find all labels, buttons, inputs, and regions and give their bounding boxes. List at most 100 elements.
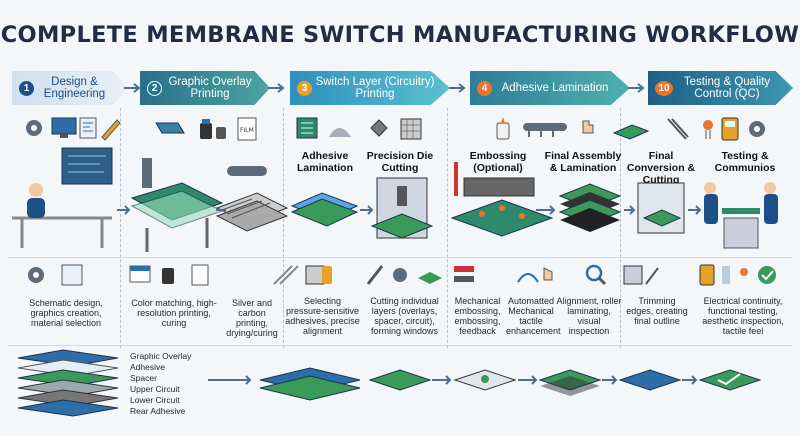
step-number: 4	[477, 80, 492, 96]
caption-embossing: Mechanical embossing, embossing, feedbac…	[454, 296, 501, 336]
step-number: 2	[147, 80, 162, 96]
printing-tools-icons: FILM	[155, 117, 257, 141]
film-icon	[191, 264, 209, 286]
stage-label-adhesive-lamination: Adhesive Lamination	[296, 150, 353, 174]
assembly-step-6	[698, 369, 762, 391]
assembly-step-5	[618, 369, 682, 391]
testing-technicians-icon	[704, 182, 778, 249]
layer-label-graphic-overlay: Graphic Overlay	[130, 351, 192, 361]
knife-icon	[366, 265, 384, 285]
step-number: 10	[655, 80, 673, 96]
caption-final-assembly: Alignment, roller laminating, visual ins…	[556, 296, 622, 336]
caption-circuitry: Silver and carbon printing, drying/curin…	[226, 298, 278, 338]
caption-final-conversion: Trimming edges, creating final outline	[626, 296, 688, 326]
led-icon	[703, 120, 713, 139]
printer-screen-icon	[155, 122, 185, 134]
assembly-step-4	[538, 369, 602, 396]
led-icon	[740, 268, 748, 276]
arrow-right-icon	[628, 83, 645, 93]
circuit-board-icon	[296, 117, 318, 139]
glue-bottle-icon	[496, 117, 510, 140]
screen-printing-press-icon	[130, 158, 224, 252]
gear-icon	[28, 267, 44, 283]
header-step-design: 1 Design & Engineering	[12, 71, 127, 105]
monitor-icon	[51, 117, 77, 138]
step-number: 3	[297, 80, 312, 96]
engineer-workstation-icon	[12, 147, 113, 248]
step-number: 1	[19, 80, 34, 96]
arrow-right-icon	[449, 83, 466, 93]
magnifier-icon	[585, 264, 607, 286]
layer-label-spacer: Spacer	[130, 373, 157, 383]
gear-icon	[26, 120, 42, 136]
caption-testing: Electrical continuity, functional testin…	[702, 296, 784, 336]
caption-adhesive: Selecting pressure-sensitive adhesives, …	[285, 296, 360, 336]
multimeter-icon	[721, 117, 739, 141]
step-label: Design & Engineering	[43, 76, 106, 100]
layer-label-upper-circuit: Upper Circuit	[130, 384, 180, 394]
heat-press-icon	[454, 266, 474, 282]
diamond-icon	[370, 119, 388, 137]
mesh-screen-icon	[400, 118, 422, 140]
layer-label-lower-circuit: Lower Circuit	[130, 395, 180, 405]
hand-pointer-icon	[582, 120, 594, 134]
step-label: Switch Layer (Circuitry) Printing	[315, 76, 435, 100]
sheet-stack-icon	[418, 272, 442, 284]
blade-icon	[645, 267, 659, 285]
assembly-progression	[208, 367, 762, 401]
assembly-step-3	[453, 369, 517, 391]
assembly-step-1	[259, 367, 361, 401]
stage-label-final-assembly: Final Assembly & Lamination	[544, 150, 622, 174]
lamination-tools-icons	[496, 117, 594, 140]
adhesive-tube-icon	[322, 266, 332, 284]
column-divider	[283, 108, 284, 348]
stage-label-embossing: Embossing (Optional)	[469, 150, 527, 174]
tweezers-icon	[667, 118, 689, 140]
caption-overlay-printing: Color matching, high-resolution printing…	[131, 298, 217, 328]
step-label: Adhesive Lamination	[501, 82, 609, 94]
layer-label-rear-adhesive: Rear Adhesive	[130, 406, 186, 416]
film-icon: FILM	[237, 117, 257, 141]
silver-powder-icon	[329, 128, 351, 137]
circuit-layer-stack-icon	[215, 166, 289, 232]
circuit-tools-icons	[296, 117, 422, 140]
caption-design: Schematic design, graphics creation, mat…	[29, 298, 103, 328]
header-step-adhesive-lamination: 4 Adhesive Lamination	[470, 71, 630, 105]
adhesive-layer-icon	[290, 192, 359, 227]
trim-tool-icon	[623, 265, 643, 285]
schematic-icon	[79, 117, 97, 139]
silver-traces-icon	[273, 265, 299, 285]
row-divider	[8, 345, 792, 346]
stage-label-die-cutting: Precision Die Cutting	[366, 150, 434, 174]
layer-stack-diagram	[17, 349, 119, 417]
mesh-screen-icon	[305, 265, 325, 285]
die-cutter-icon	[370, 177, 434, 239]
process-arrows	[117, 205, 702, 215]
roller-icon	[523, 123, 567, 137]
assembly-step-2	[368, 369, 432, 391]
gear-icon	[749, 121, 765, 137]
page-title: COMPLETE MEMBRANE SWITCH MANUFACTURING W…	[0, 22, 800, 48]
stage-label-testing: Testing & Communios	[714, 150, 776, 174]
hand-pointer-icon	[543, 267, 553, 281]
film-label: FILM	[240, 127, 254, 134]
cutting-machine-icon	[637, 182, 685, 234]
step-icon-row	[28, 264, 776, 286]
arrow-right-icon	[268, 83, 285, 93]
caption-die-cutting: Cutting individual layers (overlays, spa…	[370, 296, 439, 336]
column-divider	[120, 108, 121, 348]
layer-label-adhesive: Adhesive	[130, 362, 165, 372]
header-step-testing-qc: 10 Testing & Quality Control (QC)	[648, 71, 793, 105]
row-divider	[8, 257, 792, 258]
color-swatch-icon	[129, 265, 151, 283]
assembly-arrows	[208, 375, 698, 385]
multimeter-icon	[699, 264, 715, 286]
laminated-stack-icon	[558, 183, 622, 232]
ink-bottle-icon	[162, 268, 174, 284]
ink-bottle-icon	[200, 119, 212, 139]
emboss-wave-icon	[517, 273, 539, 283]
arrow-right-icon	[124, 83, 141, 93]
ink-cup-icon	[216, 127, 226, 139]
header-step-circuitry-printing: 3 Switch Layer (Circuitry) Printing	[290, 71, 450, 105]
process-illustrations	[12, 147, 778, 252]
